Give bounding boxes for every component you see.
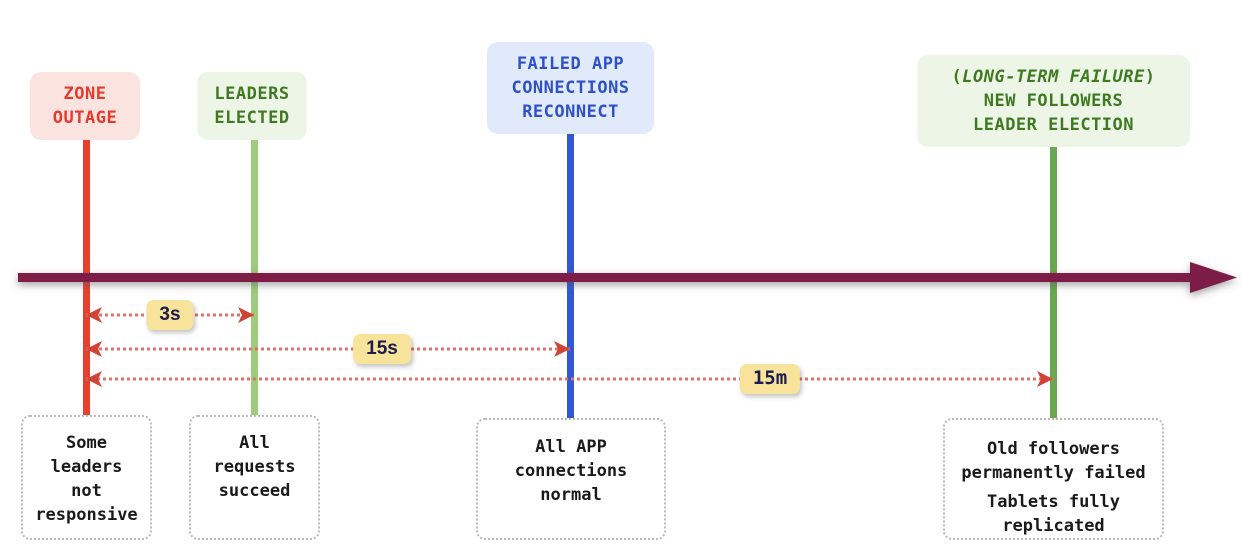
event-label-new-followers-leader-election: (LONG-TERM FAILURE) NEW FOLLOWERS LEADER… (917, 55, 1190, 148)
outcome-line: All APP (535, 437, 607, 457)
outcome-line: replicated (1002, 515, 1105, 536)
event-label-line: NEW FOLLOWERS (983, 91, 1124, 112)
outcome-line: requests (213, 457, 296, 478)
event-label-line: CONNECTIONS (511, 78, 630, 99)
event-label-line: LEADER ELECTION (972, 115, 1135, 136)
event-label-line-parenthetical: (LONG-TERM FAILURE) (951, 67, 1156, 87)
duration-3s: 3s (86, 300, 254, 330)
outcome-line: connections (514, 461, 628, 482)
event-label-leaders-elected: LEADERS ELECTED (197, 72, 307, 141)
outcome-line: succeed (218, 481, 291, 502)
outcome-line: leaders (50, 457, 123, 478)
outcome-all-requests-succeed: All requests succeed (189, 415, 320, 540)
duration-15m: 15m (86, 364, 1053, 394)
outcome-some-leaders-not-responsive: Some leaders not responsive (21, 415, 152, 540)
event-label-line: ZONE (63, 84, 107, 104)
event-label-failed-app-connections-reconnect: FAILED APP CONNECTIONS RECONNECT (487, 42, 654, 135)
duration-badge-3s: 3s (146, 300, 194, 330)
outcome-line: Tablets fully (986, 491, 1121, 512)
outcome-line: Old followers (986, 439, 1121, 459)
outcome-line: not (71, 481, 102, 502)
duration-dotted-line (86, 347, 570, 351)
duration-badge-15s: 15s (353, 334, 411, 364)
outcome-old-followers-permanently-failed: Old followers permanently failed Tablets… (943, 418, 1164, 540)
event-label-line: FAILED APP (516, 54, 625, 74)
outcome-line: Some (66, 433, 107, 453)
event-label-line: LEADERS (214, 84, 290, 104)
outcome-line: responsive (35, 505, 138, 526)
outcome-all-app-connections-normal: All APP connections normal (476, 418, 666, 540)
event-label-line: OUTAGE (52, 108, 118, 129)
duration-badge-15m: 15m (739, 364, 801, 394)
outcome-line: All (239, 433, 270, 453)
duration-dotted-line (86, 377, 1053, 381)
event-label-line: ELECTED (214, 108, 290, 129)
timeline-axis (0, 248, 1252, 308)
outcome-line: permanently failed (961, 463, 1146, 484)
duration-15s: 15s (86, 334, 570, 364)
event-label-zone-outage: ZONE OUTAGE (30, 72, 140, 141)
outcome-line: normal (540, 485, 602, 506)
event-label-line: RECONNECT (522, 102, 619, 123)
event-label-italic-text: LONG-TERM FAILURE (962, 67, 1145, 87)
